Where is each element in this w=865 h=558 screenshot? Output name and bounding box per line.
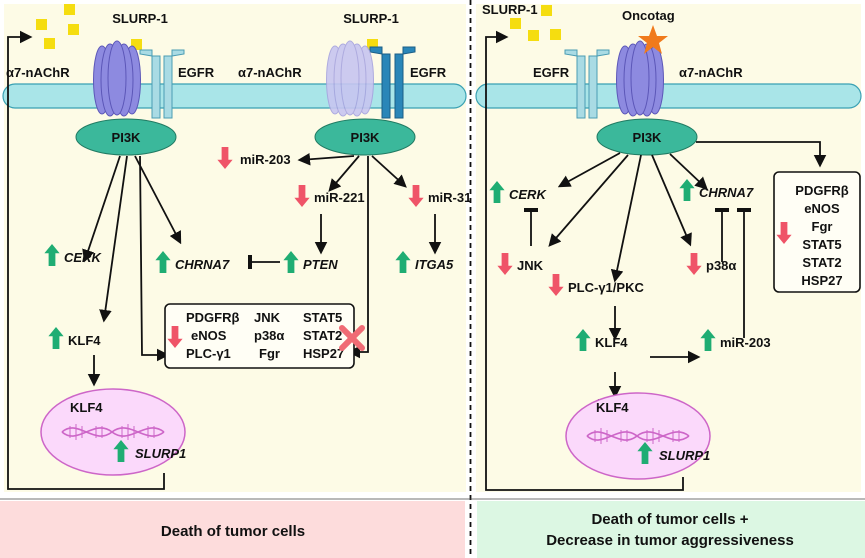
box-left-c2-2: p38α (254, 328, 284, 343)
pten-left: PTEN (303, 257, 338, 272)
slurp1-label-left-b: SLURP-1 (343, 11, 399, 26)
a7-label-left-b: α7-nAChR (238, 65, 302, 80)
slurp1-ligands-left (36, 4, 378, 50)
klf4-left: KLF4 (68, 333, 101, 348)
oncotag-label: Oncotag (622, 8, 675, 23)
box-left-c3-3: HSP27 (303, 346, 344, 361)
cerk-left: CERK (64, 250, 102, 265)
footer-left-text: Death of tumor cells (161, 523, 305, 540)
arrows-right (485, 30, 827, 491)
egfr-receptor-left-a (139, 49, 185, 119)
pi3k-right (596, 118, 698, 156)
box-right-2: eNOS (804, 201, 840, 216)
box-left-c1-3: PLC-γ1 (186, 346, 231, 361)
nucleus-slurp1-right: SLURP1 (659, 448, 710, 463)
box-right-6: HSP27 (801, 273, 842, 288)
egfr-label-left-a: EGFR (178, 65, 215, 80)
p38-right: p38α (706, 258, 736, 273)
slurp1-label-right: SLURP-1 (482, 2, 538, 17)
itga5-left: ITGA5 (415, 257, 454, 272)
dna-rungs-right (594, 428, 680, 444)
oncotag-star-icon (638, 25, 668, 54)
nucleus-klf4-right: KLF4 (596, 400, 629, 415)
mir31-left: miR-31 (428, 190, 471, 205)
a7-label-right: α7-nAChR (679, 65, 743, 80)
dna-rungs-left (69, 424, 155, 440)
box-left-c2-3: Fgr (259, 346, 280, 361)
slurp1-label-left-a: SLURP-1 (112, 11, 168, 26)
chrna7-left: CHRNA7 (175, 257, 230, 272)
box-right-1: PDGFRβ (795, 183, 849, 198)
chrna7-right: CHRNA7 (699, 185, 754, 200)
plc-right: PLC-γ1/PKC (568, 280, 644, 295)
a7-nachr-receptor-right (616, 40, 664, 117)
arrows-left (7, 30, 442, 490)
membrane-right (475, 83, 862, 109)
nucleus-slurp1-left: SLURP1 (135, 446, 186, 461)
inhibition-cross-icon (339, 325, 365, 351)
mir203-left: miR-203 (240, 152, 291, 167)
slurp1-ligands-right (510, 5, 561, 41)
pi3k-left-b (314, 118, 416, 156)
egfr-label-left-b: EGFR (410, 65, 447, 80)
egfr-label-right: EGFR (533, 65, 570, 80)
box-left-c3-1: STAT5 (303, 310, 342, 325)
a7-label-left-a: α7-nAChR (6, 65, 70, 80)
nucleus-klf4-left: KLF4 (70, 400, 103, 415)
box-left-c2-1: JNK (254, 310, 281, 325)
footer-right-box (477, 501, 865, 558)
box-left-c3-2: STAT2 (303, 328, 342, 343)
mir221-left: miR-221 (314, 190, 365, 205)
a7-nachr-receptor-left-b (326, 40, 374, 117)
footer-right-text-2: Decrease in tumor aggressiveness (546, 532, 794, 549)
pi3k-label-left-a: PI3K (112, 130, 142, 145)
egfr-receptor-left-b (369, 46, 416, 119)
cerk-right: CERK (509, 187, 547, 202)
box-left-c1-1: PDGFRβ (186, 310, 240, 325)
a7-nachr-receptor-left-a (93, 40, 141, 117)
box-right-3: Fgr (812, 219, 833, 234)
box-right-4: STAT5 (802, 237, 841, 252)
footer-left-box (0, 501, 465, 558)
jnk-right: JNK (517, 258, 544, 273)
pi3k-label-right: PI3K (633, 130, 663, 145)
egfr-receptor-right (564, 49, 610, 119)
pi3k-left-a (75, 118, 177, 156)
klf4-right: KLF4 (595, 335, 628, 350)
box-left-c1-2: eNOS (191, 328, 227, 343)
mir203-right: miR-203 (720, 335, 771, 350)
pi3k-label-left-b: PI3K (351, 130, 381, 145)
kinase-box-right (773, 171, 861, 293)
box-right-5: STAT2 (802, 255, 841, 270)
footer-right-text-1: Death of tumor cells + (591, 511, 748, 528)
